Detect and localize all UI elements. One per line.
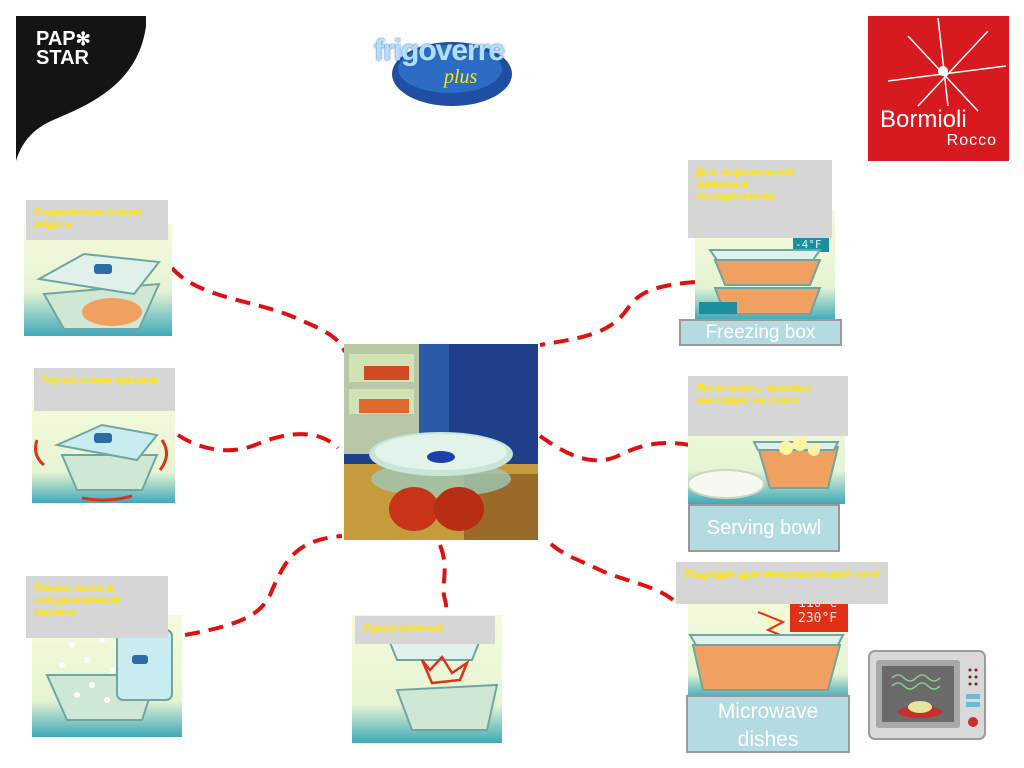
- connector-serve: [538, 434, 691, 463]
- dishwasher-container-image: [45, 629, 173, 721]
- bormioli-line1: Bormioli: [880, 106, 967, 133]
- freezing-box-caption: Freezing box: [679, 319, 842, 346]
- connector-microwave: [543, 536, 675, 602]
- airtight-lid-image: [32, 400, 175, 503]
- round-container-image: [344, 344, 538, 540]
- container-lid-image: [35, 252, 161, 330]
- microwave-dish-image: 110°C 230°F: [688, 600, 848, 698]
- center-product-photo: [344, 344, 538, 540]
- asterisk-icon: ✻: [75, 29, 91, 49]
- oven-temp-readout-1: 110°C: [798, 600, 838, 611]
- microwave-dishes-text: Microwave dishes: [717, 700, 819, 751]
- stacked-containers-image: [699, 238, 829, 315]
- freezer-temp-readout: -4°F: [795, 238, 822, 251]
- shockproof-label: Ударопрочный: [355, 616, 495, 644]
- frigoverre-oval: [392, 42, 512, 106]
- papstar-shape: [16, 16, 146, 161]
- papstar-text: PAP✻ STAR: [36, 28, 91, 69]
- papstar-line1: PAP: [36, 28, 76, 50]
- connector-airtight: [176, 432, 340, 453]
- connector-visible: [170, 266, 347, 353]
- connector-shockproof: [438, 544, 449, 624]
- visible-content-label: Содержимое можно видеть: [26, 200, 168, 240]
- serving-bowl-caption: Serving bowl: [688, 504, 840, 552]
- serving-bowl-container-image: [688, 437, 840, 499]
- airtight-container-image: [34, 423, 168, 502]
- serve-label: Легко взять, красиво выглядит на столе: [688, 376, 848, 436]
- connector-freezer: [539, 280, 696, 347]
- star-burst-icon: [887, 17, 1007, 112]
- freezer-label: Для морозильной камеры и холодильника: [688, 160, 832, 238]
- microwave-oven-icon: [868, 650, 986, 740]
- microwave-label: Подходит для микроволновой печи: [676, 562, 888, 604]
- microwave-container-image: [688, 602, 848, 691]
- visible-content-image: [24, 224, 172, 336]
- airtight-lid-label: Герметичная крышка: [34, 368, 175, 411]
- bormioli-line2: Rocco: [946, 132, 997, 149]
- microwave-oven-illustration: [868, 650, 988, 742]
- papstar-logo: PAP✻ STAR: [16, 16, 146, 161]
- frigoverre-sub-text: plus: [444, 66, 478, 88]
- papstar-line2: STAR: [36, 47, 89, 69]
- frigoverre-main-text: frigoverre: [374, 34, 505, 67]
- dishwasher-label: Можно мыть в посудомоечной машине: [26, 576, 168, 638]
- microwave-dishes-caption: Microwave dishes: [686, 695, 850, 753]
- frigoverre-logo: frigoverre plus ✳: [372, 14, 522, 109]
- bormioli-logo: Bormioli Rocco: [868, 16, 1009, 161]
- oven-temp-readout-2: 230°F: [798, 611, 838, 626]
- sparkle-icon: ✳: [397, 24, 408, 38]
- connector-dishwasher: [184, 534, 343, 637]
